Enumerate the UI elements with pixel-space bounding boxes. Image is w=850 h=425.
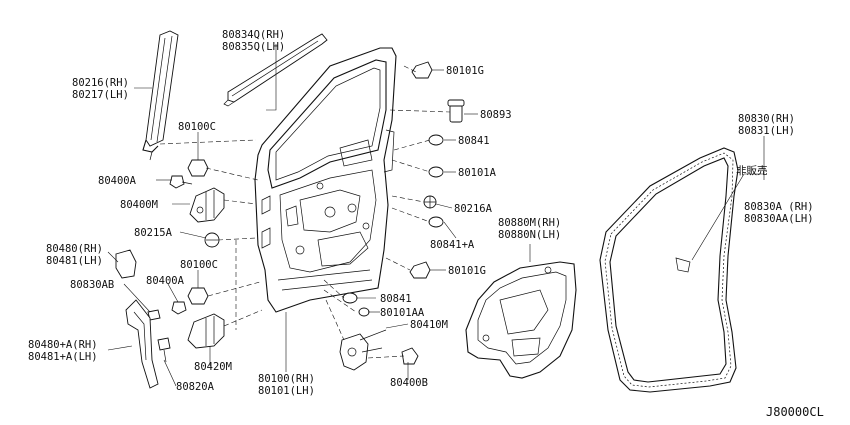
label-80215a: 80215A <box>134 227 173 239</box>
bolt-80400a-low <box>171 301 187 315</box>
hinge-80400m <box>189 187 225 223</box>
plug-80101aa <box>358 307 370 317</box>
label-80420m: 80420M <box>194 361 232 373</box>
striker-80215a <box>204 232 220 248</box>
check-link-80480a <box>125 299 159 389</box>
label-not-sold: 非販売 <box>736 164 768 177</box>
label-80830aa: 80830AA(LH) <box>744 213 814 225</box>
label-80410m: 80410M <box>410 319 448 331</box>
label-80216: 80216(RH) <box>72 77 129 89</box>
label-80841-low: 80841 <box>380 293 412 305</box>
nut-80100c-top <box>187 159 209 177</box>
bolt-80820a <box>157 337 171 363</box>
label-80831: 80831(LH) <box>738 125 795 137</box>
plug-80841-top <box>428 134 444 146</box>
label-80480a: 80480+A(RH) <box>28 339 98 351</box>
label-80216a: 80216A <box>454 203 493 215</box>
sash-channel-80216 <box>142 30 179 161</box>
label-80481a: 80481+A(LH) <box>28 351 98 363</box>
label-80880m: 80880M(RH) <box>498 217 561 229</box>
bolt-80400a-top <box>169 175 193 189</box>
label-80880n: 80880N(LH) <box>498 229 561 241</box>
label-80830a: 80830A (RH) <box>744 201 814 213</box>
plug-80841-low <box>342 292 358 304</box>
weatherstrip-80834q <box>223 33 328 107</box>
label-80100: 80100(RH) <box>258 373 315 385</box>
label-80834q: 80834Q(RH) <box>222 29 285 41</box>
label-80841-top: 80841 <box>458 135 490 147</box>
door-panel-80100 <box>254 47 397 313</box>
hinge-80420m <box>187 313 225 349</box>
label-80835q: 80835Q(LH) <box>222 41 285 53</box>
label-80830: 80830(RH) <box>738 113 795 125</box>
label-80893: 80893 <box>480 109 512 121</box>
label-80400a-top: 80400A <box>98 175 137 187</box>
label-80480: 80480(RH) <box>46 243 103 255</box>
label-80101aa: 80101AA <box>380 307 425 319</box>
label-80101g-low: 80101G <box>448 265 486 277</box>
clip-80216a <box>423 195 437 209</box>
trim-board-80880m <box>465 261 577 379</box>
label-80101g-top: 80101G <box>446 65 484 77</box>
label-80100c-low: 80100C <box>180 259 218 271</box>
label-80830ab: 80830AB <box>70 279 114 291</box>
label-80101: 80101(LH) <box>258 385 315 397</box>
grommet-80101g-low <box>409 261 431 279</box>
dashed-lines <box>159 65 451 359</box>
label-80400a-low: 80400A <box>146 275 185 287</box>
part-80893 <box>447 99 465 123</box>
nut-80100c-low <box>187 287 209 305</box>
label-80400m: 80400M <box>120 199 158 211</box>
diagram-code: J80000CL <box>766 405 824 419</box>
label-80820a: 80820A <box>176 381 215 393</box>
label-80217: 80217(LH) <box>72 89 129 101</box>
grommet-80101g-top <box>411 61 433 79</box>
label-80841a: 80841+A <box>430 239 475 251</box>
door-seal-80830 <box>599 147 739 393</box>
plug-80101a <box>428 166 444 178</box>
label-80101a: 80101A <box>458 167 497 179</box>
label-80100c-top: 80100C <box>178 121 216 133</box>
latch-80410m <box>339 329 387 371</box>
bracket-80480 <box>115 249 137 279</box>
labels: 80216(RH) 80217(LH) 80834Q(RH) 80835Q(LH… <box>28 29 824 419</box>
plug-80841a <box>428 216 444 228</box>
bolt-80400b <box>401 347 419 365</box>
label-80481: 80481(LH) <box>46 255 103 267</box>
leader-lines <box>107 44 765 387</box>
label-80400b: 80400B <box>390 377 428 389</box>
